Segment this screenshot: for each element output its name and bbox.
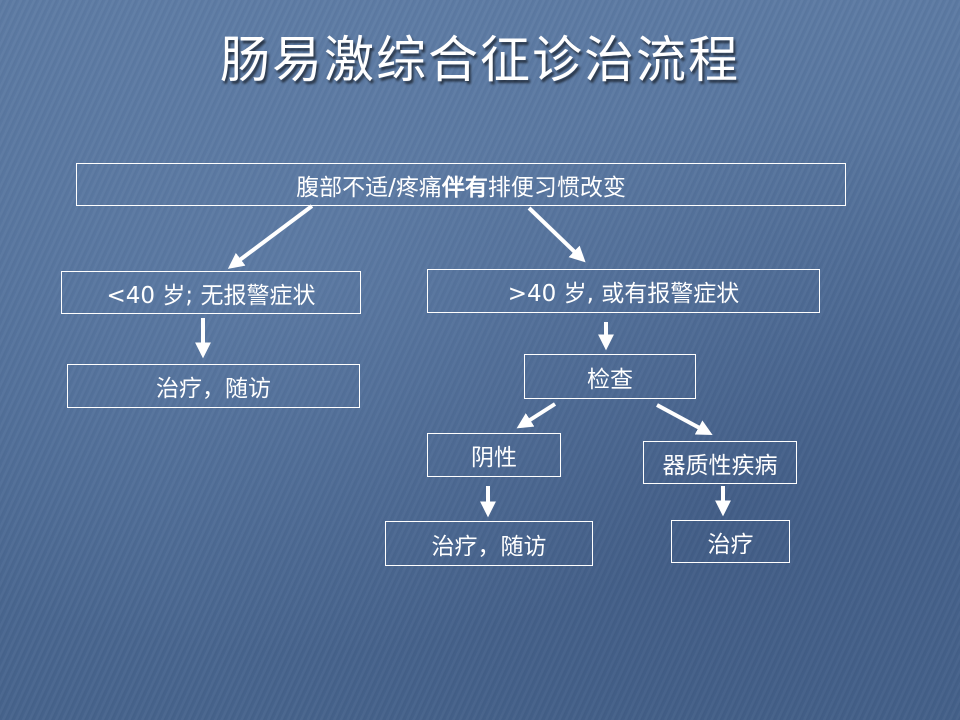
node-organic-disease: 器质性疾病 [643,441,797,484]
node-negative: 阴性 [427,433,561,477]
node-symptom: 腹部不适/疼痛伴有排便习惯改变 [76,163,846,206]
arrow-symptom-to-under-40 [227,204,314,269]
node-organic-treatment: 治疗 [671,520,790,563]
node-negative-treatment: 治疗，随访 [385,521,593,566]
arrow-symptom-to-over-40 [527,206,586,263]
node-under-40-treatment: 治疗，随访 [67,364,360,408]
arrow-examination-to-negative [516,402,557,429]
node-symptom-text-post: 排便习惯改变 [487,174,626,201]
page-title: 肠易激综合征诊治流程 [220,31,740,89]
node-symptom-text-bold: 伴有 [441,174,488,201]
node-examination: 检查 [524,354,696,399]
node-symptom-text-pre: 腹部不适/疼痛 [296,174,442,201]
node-over-40: >40 岁, 或有报警症状 [427,269,820,313]
arrow-examination-to-organic [656,403,713,436]
node-under-40: <40 岁; 无报警症状 [61,271,361,314]
